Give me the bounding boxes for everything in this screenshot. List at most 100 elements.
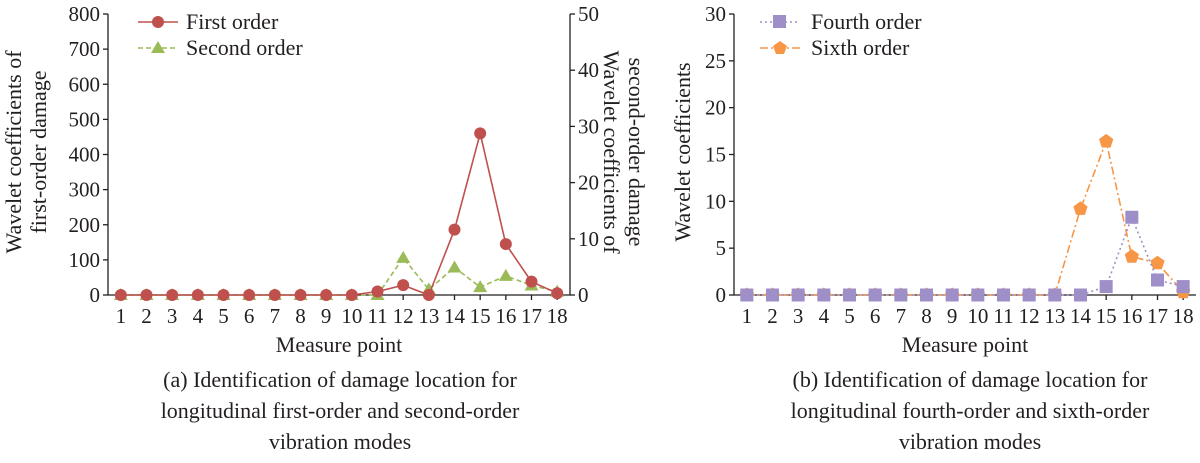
panel-a-right-y-tick-label: 50 [578, 2, 599, 26]
panel-a-left-y-tick-label: 800 [69, 2, 101, 26]
panel-a-second-order-point [447, 260, 462, 273]
panel-a-x-tick-label: 11 [367, 304, 387, 328]
legend-first-order-label: First order [186, 9, 279, 34]
panel-b-fourth-order-point [766, 288, 779, 302]
legend-sixth-order-marker [773, 41, 787, 54]
panel-b-x-tick-label: 7 [896, 304, 907, 328]
panel-b-caption-line-2: longitudinal fourth-order and sixth-orde… [791, 398, 1150, 423]
panel-a-right-y-tick-label: 0 [578, 283, 589, 307]
panel-b-sixth-order-line [746, 138, 1184, 296]
panel-b-sixth-order-point [1073, 201, 1088, 215]
legend-fourth-order-marker [773, 15, 786, 28]
panel-a-right-y-tick-label: 20 [578, 171, 599, 195]
panel-b-fourth-order-point [1099, 280, 1113, 294]
panel-a-y-label-right-line-2: second-order damage [624, 58, 649, 247]
panel-a-series [113, 127, 565, 301]
panel-a-first-order-point [525, 275, 538, 288]
panel-b-y-tick-label: 5 [716, 236, 727, 260]
panel-b-fourth-order-point [971, 288, 985, 302]
legend-fourth-order-label: Fourth order [811, 9, 922, 34]
panel-b-y-tick-label: 20 [705, 96, 726, 120]
panel-b-fourth-order-point [817, 288, 831, 302]
panel-b-x-tick-label: 5 [844, 304, 855, 328]
panel-b-fourth-order-point [1176, 280, 1190, 294]
panel-b-x-tick-label: 12 [1019, 304, 1040, 328]
panel-a-first-order-point [140, 289, 153, 301]
panel-a-left-y-tick-label: 0 [90, 283, 101, 307]
panel-a-x-tick-label: 17 [521, 304, 542, 328]
panel-b-x-tick-label: 17 [1147, 304, 1168, 328]
panel-b-sixth-order-point [1150, 255, 1165, 270]
panel-a-first-order-point [294, 289, 307, 301]
panel-b-y-tick-label: 0 [716, 283, 727, 307]
panel-a-first-order-point [191, 289, 204, 301]
panel-a-left-y-tick-label: 400 [69, 143, 101, 167]
panel-b-fourth-order-point [1022, 288, 1036, 302]
legend-sixth-order-label: Sixth order [811, 35, 910, 60]
panel-a-first-order-point [397, 279, 410, 292]
panel-b-x-tick-label: 2 [767, 304, 778, 328]
panel-b-fourth-order-point [1074, 288, 1087, 302]
legend-first-order-marker [152, 16, 164, 28]
panel-b-caption-line-3: vibration modes [899, 429, 1041, 454]
panel-a-y-label-left-line-2: first-order damage [26, 70, 51, 233]
panel-b-fourth-order-point [997, 288, 1010, 302]
panel-a-first-order-point [371, 285, 384, 298]
panel-a-first-order-point [243, 289, 256, 301]
panel-b-y-tick-label: 25 [705, 49, 726, 73]
panel-a-x-tick-label: 7 [270, 304, 281, 328]
panel-a-x-tick-label: 2 [141, 304, 152, 328]
panel-b-y-tick-label: 15 [705, 143, 726, 167]
panel-a-first-order-point [551, 287, 564, 300]
panel-a-first-order-point [499, 238, 512, 251]
panel-a-left-y-tick-label: 200 [69, 213, 101, 237]
panel-b-fourth-order-point [945, 288, 959, 302]
panel-a-second-order-point [498, 268, 513, 281]
panel-b-fourth-order-point [791, 288, 805, 302]
panel-a-x-tick-label: 16 [495, 304, 516, 328]
panel-a-x-tick-label: 13 [418, 304, 439, 328]
panel-b-x-tick-label: 4 [819, 304, 830, 328]
panel-a-left-y-tick-label: 100 [69, 248, 101, 272]
panel-a-y-label-right-line-1: Wavelet coefficients of [599, 50, 624, 254]
panel-a-first-order-point [217, 289, 230, 301]
panel-a-x-tick-label: 3 [167, 304, 178, 328]
panel-a-right-y-tick-label: 10 [578, 227, 599, 251]
panel-a-x-tick-label: 12 [393, 304, 414, 328]
panel-b-series [739, 133, 1191, 302]
panel-b-sixth-order-point [1124, 249, 1139, 263]
panel-b-x-tick-label: 18 [1173, 304, 1194, 328]
panel-b-x-tick-label: 15 [1096, 304, 1117, 328]
legend-second-order-marker [151, 41, 165, 53]
panel-a-x-tick-label: 6 [244, 304, 255, 328]
panel-b-x-label: Measure point [902, 332, 1028, 357]
panel-a-left-y-tick-label: 500 [69, 107, 101, 131]
panel-a-right-y-tick-label: 40 [578, 58, 599, 82]
panel-a-x-tick-label: 8 [295, 304, 306, 328]
panel-b-y-label: Wavelet coefficients [670, 62, 695, 241]
panel-a-second-order-point [473, 280, 488, 293]
panel-b-x-tick-label: 8 [921, 304, 932, 328]
panel-b-fourth-order-point [1151, 273, 1164, 287]
panel-b-fourth-order-point [920, 288, 933, 302]
panel-b-fourth-order-line [746, 215, 1184, 296]
panel-a-first-order-point [166, 289, 179, 301]
panel-b-y-tick-label: 10 [705, 189, 726, 213]
panel-a-left-y-tick-label: 300 [69, 178, 101, 202]
panel-a-x-tick-label: 10 [341, 304, 362, 328]
panel-b-y-tick-label: 30 [705, 2, 726, 26]
panel-b-x-tick-label: 10 [967, 304, 988, 328]
panel-a-first-order-point [268, 289, 281, 301]
panel-b-x-tick-label: 6 [870, 304, 881, 328]
panel-b-x-tick-label: 1 [742, 304, 753, 328]
panel-a-first-order-point [474, 127, 487, 140]
panel-b-fourth-order-point [740, 288, 754, 302]
panel-b-legend: Fourth order Sixth order [760, 9, 922, 60]
panel-b-caption-line-1: (b) Identification of damage location fo… [793, 367, 1149, 392]
panel-a-caption-line-1: (a) Identification of damage location fo… [163, 367, 517, 392]
panel-a-x-tick-label: 4 [193, 304, 204, 328]
